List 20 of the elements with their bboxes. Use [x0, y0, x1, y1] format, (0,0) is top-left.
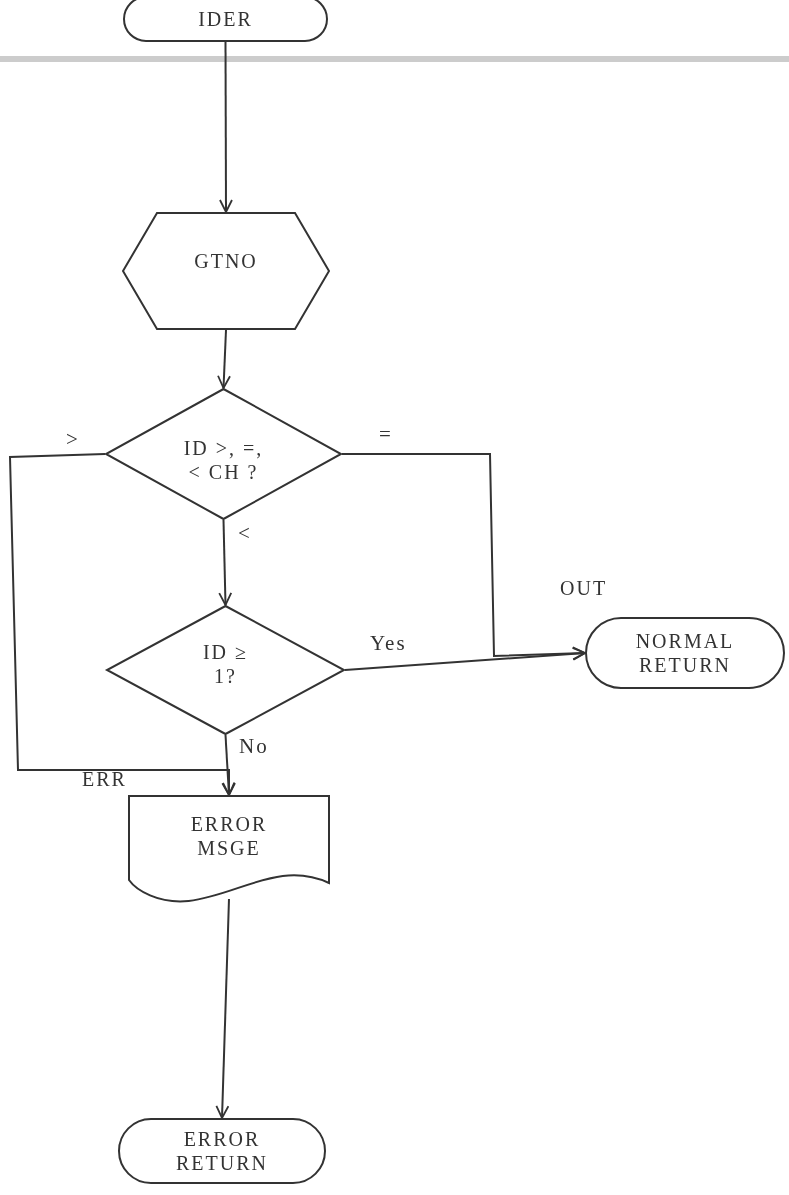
arrow [215, 898, 230, 1119]
arrow [217, 329, 231, 389]
arrow [218, 519, 233, 606]
node-caption: ERR [82, 768, 127, 791]
node-label: ERROR MSGE [189, 812, 269, 860]
arrow [344, 646, 586, 671]
arrow [221, 734, 236, 796]
node-caption: OUT [560, 577, 608, 600]
arrow [219, 41, 233, 213]
node-label: ID ≥ 1? [201, 640, 250, 688]
node-label: ERROR RETURN [175, 1127, 269, 1175]
node-label: ID >, =, < CH ? [183, 436, 264, 484]
node-label: GTNO [193, 249, 259, 273]
preparation-hexagon [122, 212, 330, 330]
node-label: IDER [197, 7, 254, 31]
decision-diamond [105, 388, 342, 520]
node-label: NORMAL RETURN [634, 629, 736, 677]
decision-diamond [106, 605, 345, 735]
document-shape [128, 795, 330, 905]
terminal-shape [123, 0, 328, 42]
